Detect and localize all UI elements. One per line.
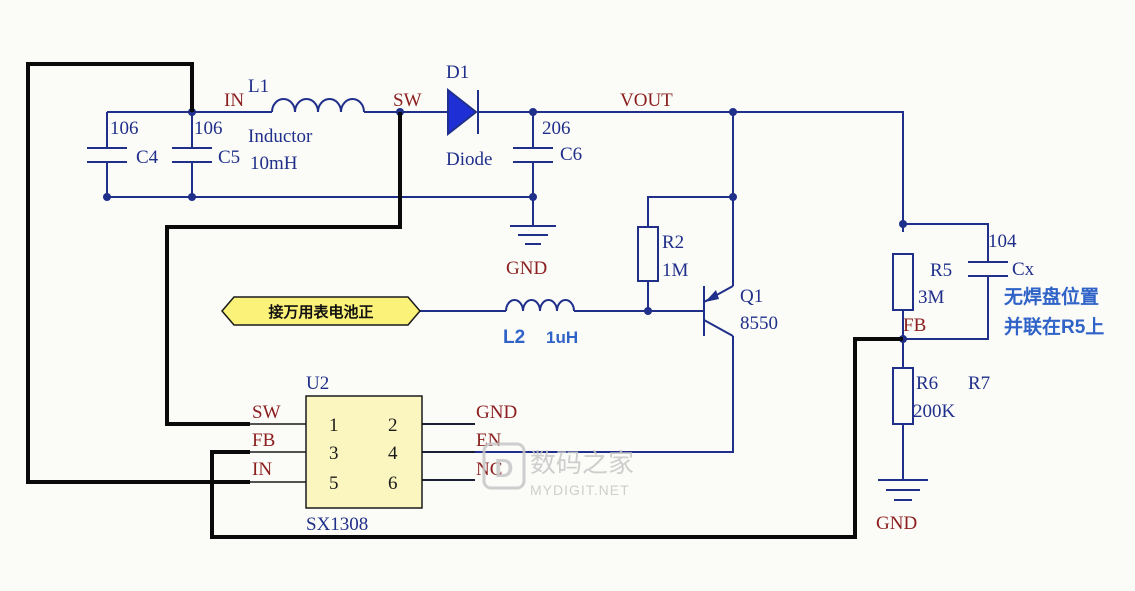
note-line-1: 无焊盘位置 [1004, 285, 1099, 308]
ground-symbol-left [510, 225, 556, 245]
net-label-fb: FB [903, 315, 926, 336]
junction-dot [729, 193, 737, 201]
q1-ref: Q1 [740, 286, 763, 307]
inductor-l1 [271, 98, 365, 113]
r7-ref: R7 [968, 373, 990, 394]
c4-value: 106 [110, 118, 139, 139]
diode-d1 [447, 87, 479, 137]
watermark-logo-letter: D [495, 453, 514, 483]
u2-pin-name-sw: SW [252, 402, 281, 423]
c6-value: 206 [542, 118, 571, 139]
c4-ref: C4 [136, 147, 159, 168]
watermark-en: MYDIGIT.NET [530, 482, 630, 498]
u2-ref: U2 [306, 373, 329, 394]
jumper-sw [165, 112, 402, 426]
u2-pin-num-6: 6 [388, 473, 398, 494]
r2-ref: R2 [662, 232, 684, 253]
resistor-r2 [637, 226, 659, 282]
transistor-q1 [703, 285, 734, 337]
capacitor-cx [968, 261, 1008, 277]
u2-pin-name-in: IN [252, 459, 272, 480]
jumper-in [26, 62, 250, 484]
junction-dot [529, 193, 537, 201]
l1-name: Inductor [248, 126, 313, 147]
u2-pin-num-5: 5 [329, 473, 339, 494]
junction-dot [899, 220, 907, 228]
junction-dot [729, 108, 737, 116]
resistor-r6 [892, 367, 914, 425]
ic-u2 [250, 395, 475, 509]
l2-value: 1uH [546, 328, 578, 347]
ground-symbol-right [878, 479, 928, 501]
r5-value: 3M [918, 287, 945, 308]
d1-name: Diode [446, 149, 492, 170]
l2-ref: L2 [503, 327, 525, 348]
junction-dot [644, 307, 652, 315]
junction-dot [188, 193, 196, 201]
jumper-wires [26, 62, 903, 539]
resistor-r5 [892, 253, 914, 311]
multimeter-port: 接万用表电池正 [221, 296, 421, 326]
capacitor-c6 [513, 147, 553, 163]
u2-part: SX1308 [306, 514, 368, 535]
u2-pin-num-4: 4 [388, 443, 398, 464]
junction-dot [529, 108, 537, 116]
ic-body [305, 395, 423, 509]
net-label-gnd-right: GND [876, 513, 917, 534]
cx-value: 104 [988, 231, 1017, 252]
capacitor-c5 [172, 147, 212, 163]
port-label: 接万用表电池正 [268, 303, 373, 321]
inductor-l2 [505, 299, 575, 312]
net-label-vout: VOUT [620, 90, 673, 111]
junction-dot [103, 193, 111, 201]
r6-ref: R6 [916, 373, 938, 394]
c5-value: 106 [194, 118, 223, 139]
d1-ref: D1 [446, 62, 469, 83]
r6-value: 200K [913, 401, 956, 422]
u2-pin-num-1: 1 [329, 415, 339, 436]
r2-value: 1M [662, 260, 689, 281]
cx-ref: Cx [1012, 259, 1035, 280]
u2-pin-name-gnd: GND [476, 402, 517, 423]
watermark: D 数码之家 MYDIGIT.NET [482, 442, 634, 498]
net-label-sw: SW [393, 90, 422, 111]
l1-ref: L1 [248, 76, 269, 97]
capacitor-c4 [87, 147, 127, 163]
net-label-gnd-left: GND [506, 258, 547, 279]
watermark-logo-icon [482, 442, 526, 490]
net-label-in: IN [224, 90, 244, 111]
u2-pin-num-2: 2 [388, 415, 398, 436]
watermark-cn: 数码之家 [530, 448, 634, 478]
jumper-fb [210, 337, 903, 539]
r5-ref: R5 [930, 260, 952, 281]
u2-pin-name-en: EN [476, 430, 502, 451]
c6-ref: C6 [560, 144, 582, 165]
q1-value: 8550 [740, 313, 778, 334]
u2-pin-name-fb: FB [252, 430, 275, 451]
l1-value: 10mH [250, 153, 298, 174]
u2-pin-num-3: 3 [329, 443, 339, 464]
note-line-2: 并联在R5上 [1004, 315, 1104, 338]
c5-ref: C5 [218, 147, 240, 168]
